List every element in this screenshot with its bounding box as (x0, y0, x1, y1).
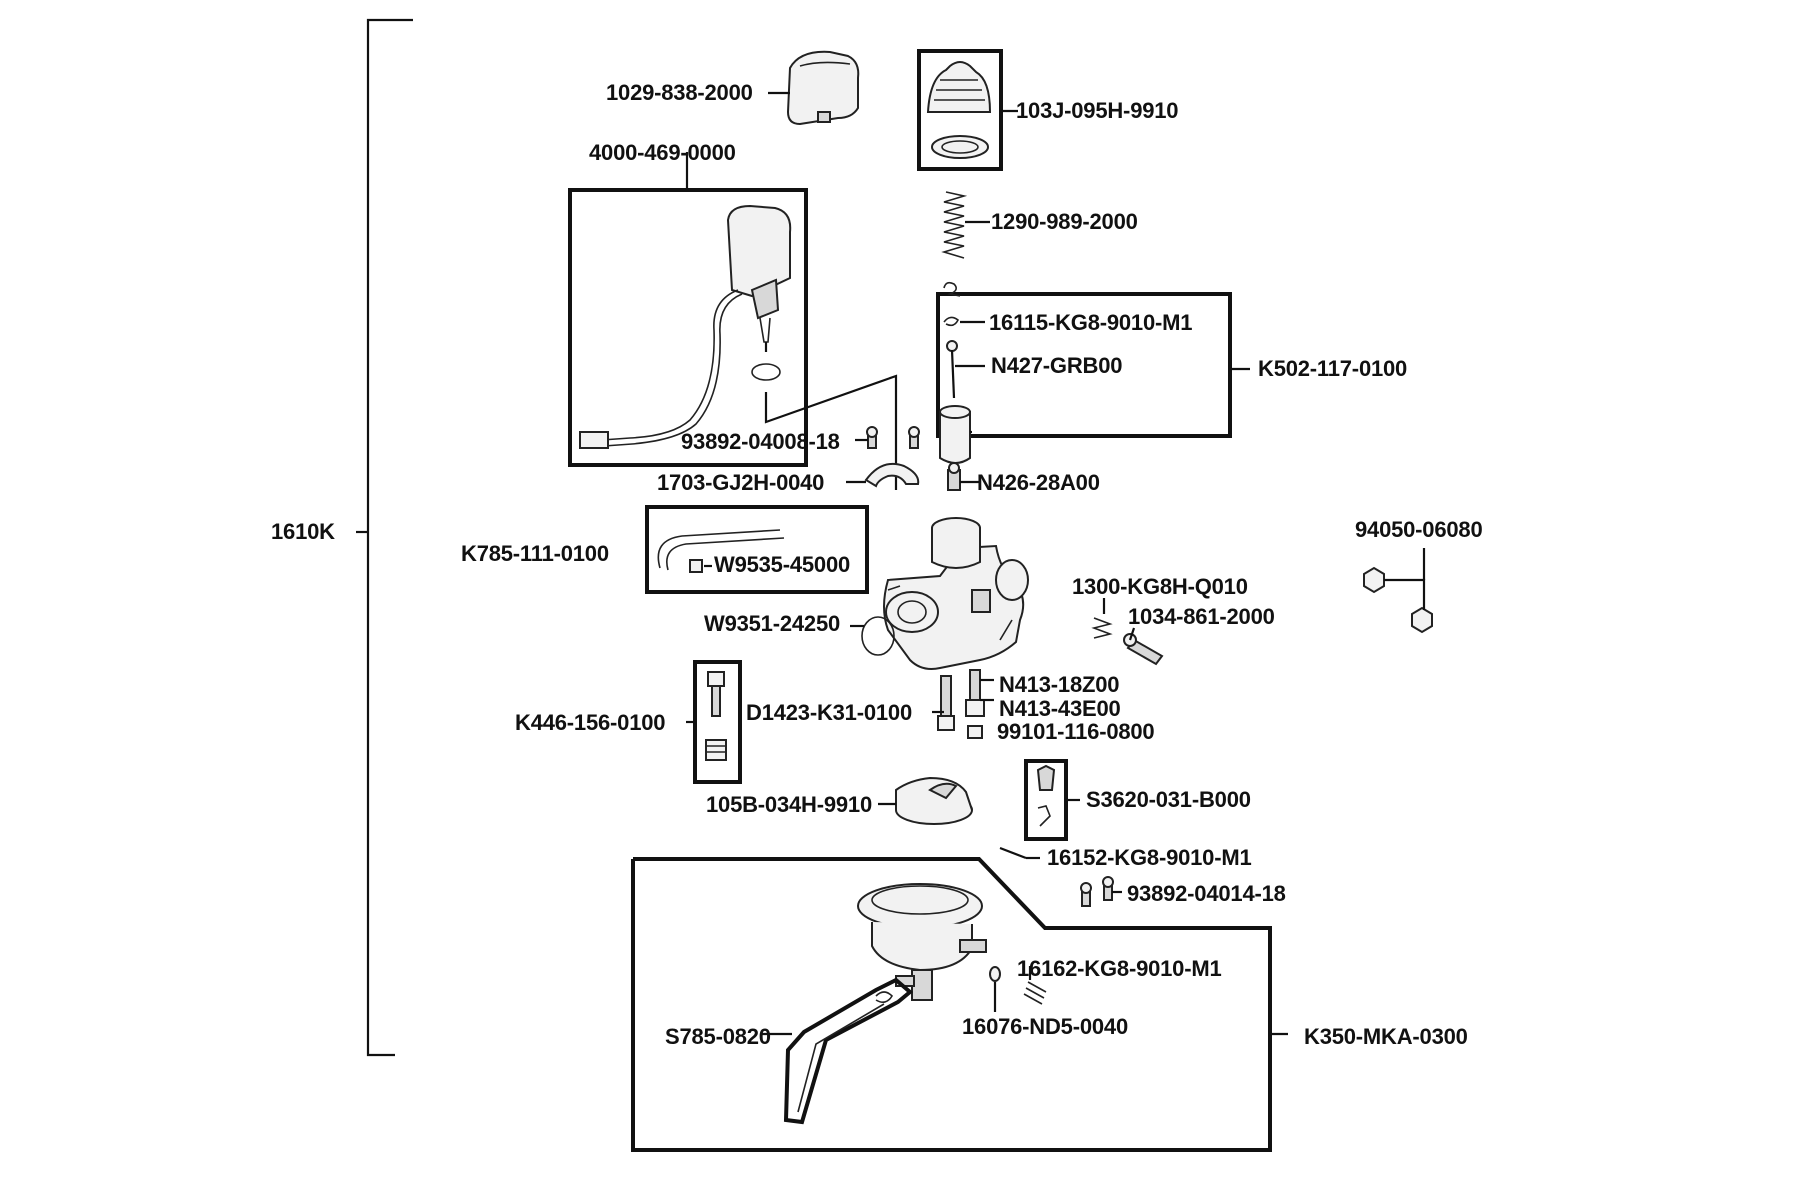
float-bowl-part (857, 883, 987, 1001)
label-16152-KG8-9010-M1: 16152-KG8-9010-M1 (1047, 845, 1252, 870)
label-94050-06080: 94050-06080 (1355, 517, 1483, 542)
label-W9535-45000: W9535-45000 (714, 552, 851, 577)
nuts-part (1363, 548, 1433, 634)
label-93892-04008-18: 93892-04008-18 (681, 429, 840, 454)
label-K350-MKA-0300: K350-MKA-0300 (1304, 1024, 1468, 1049)
leader-ticks (1230, 367, 1288, 1036)
label-S785-0820: S785-0820 (665, 1024, 771, 1049)
float-cover-part (878, 776, 973, 825)
label-S3620-031-B000: S3620-031-B000 (1086, 787, 1251, 812)
clamp-part (846, 462, 920, 488)
assembly-bracket (356, 18, 413, 1057)
label-93892-04014-18: 93892-04014-18 (1127, 881, 1286, 906)
label-N413-18Z00: N413-18Z00 (999, 672, 1120, 697)
diaphragm-boot-part (926, 61, 1018, 159)
label-N426-28A00: N426-28A00 (977, 470, 1100, 495)
label-assembly: 1610K (271, 519, 335, 544)
float-pin-part (999, 846, 1040, 860)
auto-choke-part (579, 152, 792, 449)
label-N427-GRB00: N427-GRB00 (991, 353, 1123, 378)
o-ring-part (850, 616, 895, 656)
drain-screw-part (989, 966, 1047, 1012)
label-103J-095H-9910: 103J-095H-9910 (1016, 98, 1179, 123)
label-16162-KG8-9010-M1: 16162-KG8-9010-M1 (1017, 956, 1222, 981)
label-99101-116-0800: 99101-116-0800 (997, 719, 1155, 744)
needle-clip-slide-part (939, 281, 985, 464)
label-4000-469-0000: 4000-469-0000 (589, 140, 736, 165)
starter-plunger-part (686, 671, 727, 761)
label-105B-034H-9910: 105B-034H-9910 (706, 792, 872, 817)
drain-hose-part (762, 977, 914, 1125)
label-K446-156-0100: K446-156-0100 (515, 710, 666, 735)
float-valve-part (1036, 764, 1080, 827)
label-K785-111-0100: K785-111-0100 (461, 541, 609, 566)
bowl-screws-part (1080, 876, 1122, 907)
label-W9351-24250: W9351-24250 (704, 611, 841, 636)
choke-leader (764, 374, 898, 490)
label-1300-KG8H-Q010: 1300-KG8H-Q010 (1072, 574, 1248, 599)
label-N413-43E00: N413-43E00 (999, 696, 1121, 721)
label-16076-ND5-0040: 16076-ND5-0040 (962, 1014, 1128, 1039)
carburetor-body-part (883, 517, 1029, 670)
label-D1423-K31-0100: D1423-K31-0100 (746, 700, 912, 725)
fitting-part (947, 462, 980, 491)
label-K502-117-0100: K502-117-0100 (1258, 356, 1408, 381)
spring-part (941, 191, 990, 259)
pilot-screw-part (1091, 598, 1164, 666)
label-1029-838-2000: 1029-838-2000 (606, 80, 753, 105)
jets-part (932, 669, 994, 739)
slide-bolts-part (855, 426, 920, 449)
label-1703-GJ2H-0040: 1703-GJ2H-0040 (657, 470, 825, 495)
vent-tube-part (657, 529, 785, 573)
label-16115-KG8-9010-M1: 16115-KG8-9010-M1 (989, 310, 1193, 335)
label-1034-861-2000: 1034-861-2000 (1128, 604, 1275, 629)
air-cut-cap-part (768, 50, 860, 126)
label-1290-989-2000: 1290-989-2000 (991, 209, 1138, 234)
